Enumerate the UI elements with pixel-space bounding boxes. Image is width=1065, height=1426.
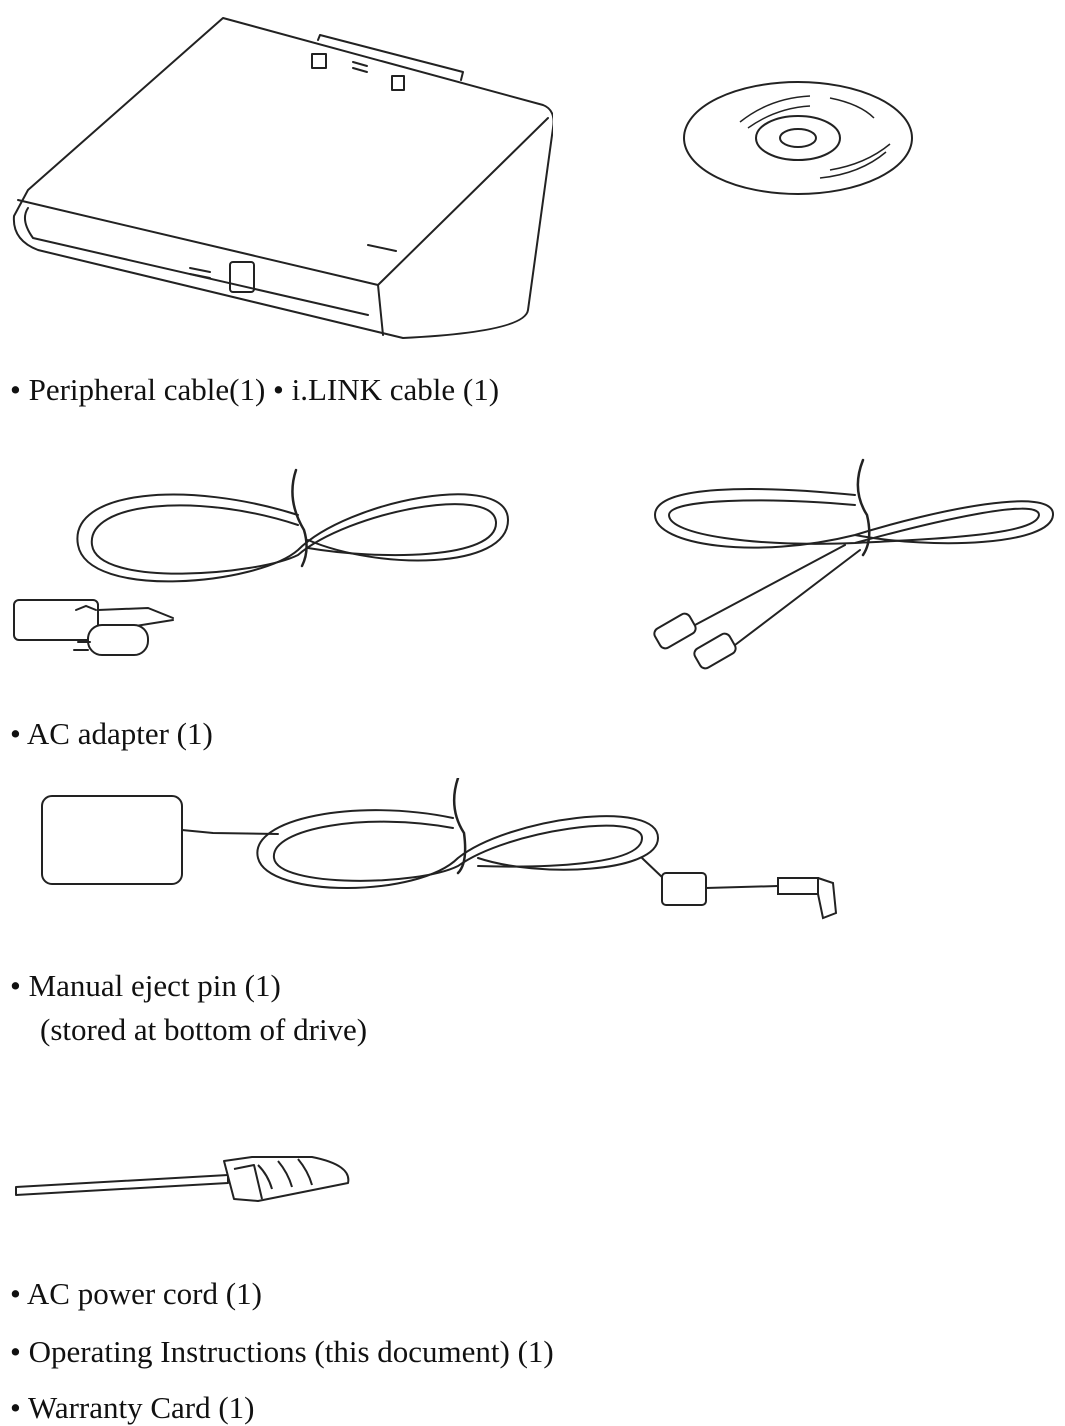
- ilink-cable-illustration: [635, 455, 1060, 670]
- warranty-card-caption: • Warranty Card (1): [10, 1390, 255, 1425]
- eject-pin-illustration: [12, 1135, 357, 1210]
- optical-drive-illustration: [8, 10, 553, 340]
- operating-instructions-caption: • Operating Instructions (this document)…: [10, 1334, 554, 1369]
- ac-adapter-illustration: [38, 778, 848, 928]
- software-disc-illustration: [680, 78, 920, 198]
- power-cord-caption: • AC power cord (1): [10, 1276, 262, 1311]
- eject-pin-note: (stored at bottom of drive): [40, 1012, 368, 1047]
- peripheral-cable-illustration: [8, 460, 518, 670]
- eject-pin-caption: • Manual eject pin (1): [10, 968, 281, 1003]
- ac-adapter-caption: • AC adapter (1): [10, 716, 213, 751]
- cables-caption: • Peripheral cable(1) • i.LINK cable (1): [10, 372, 500, 407]
